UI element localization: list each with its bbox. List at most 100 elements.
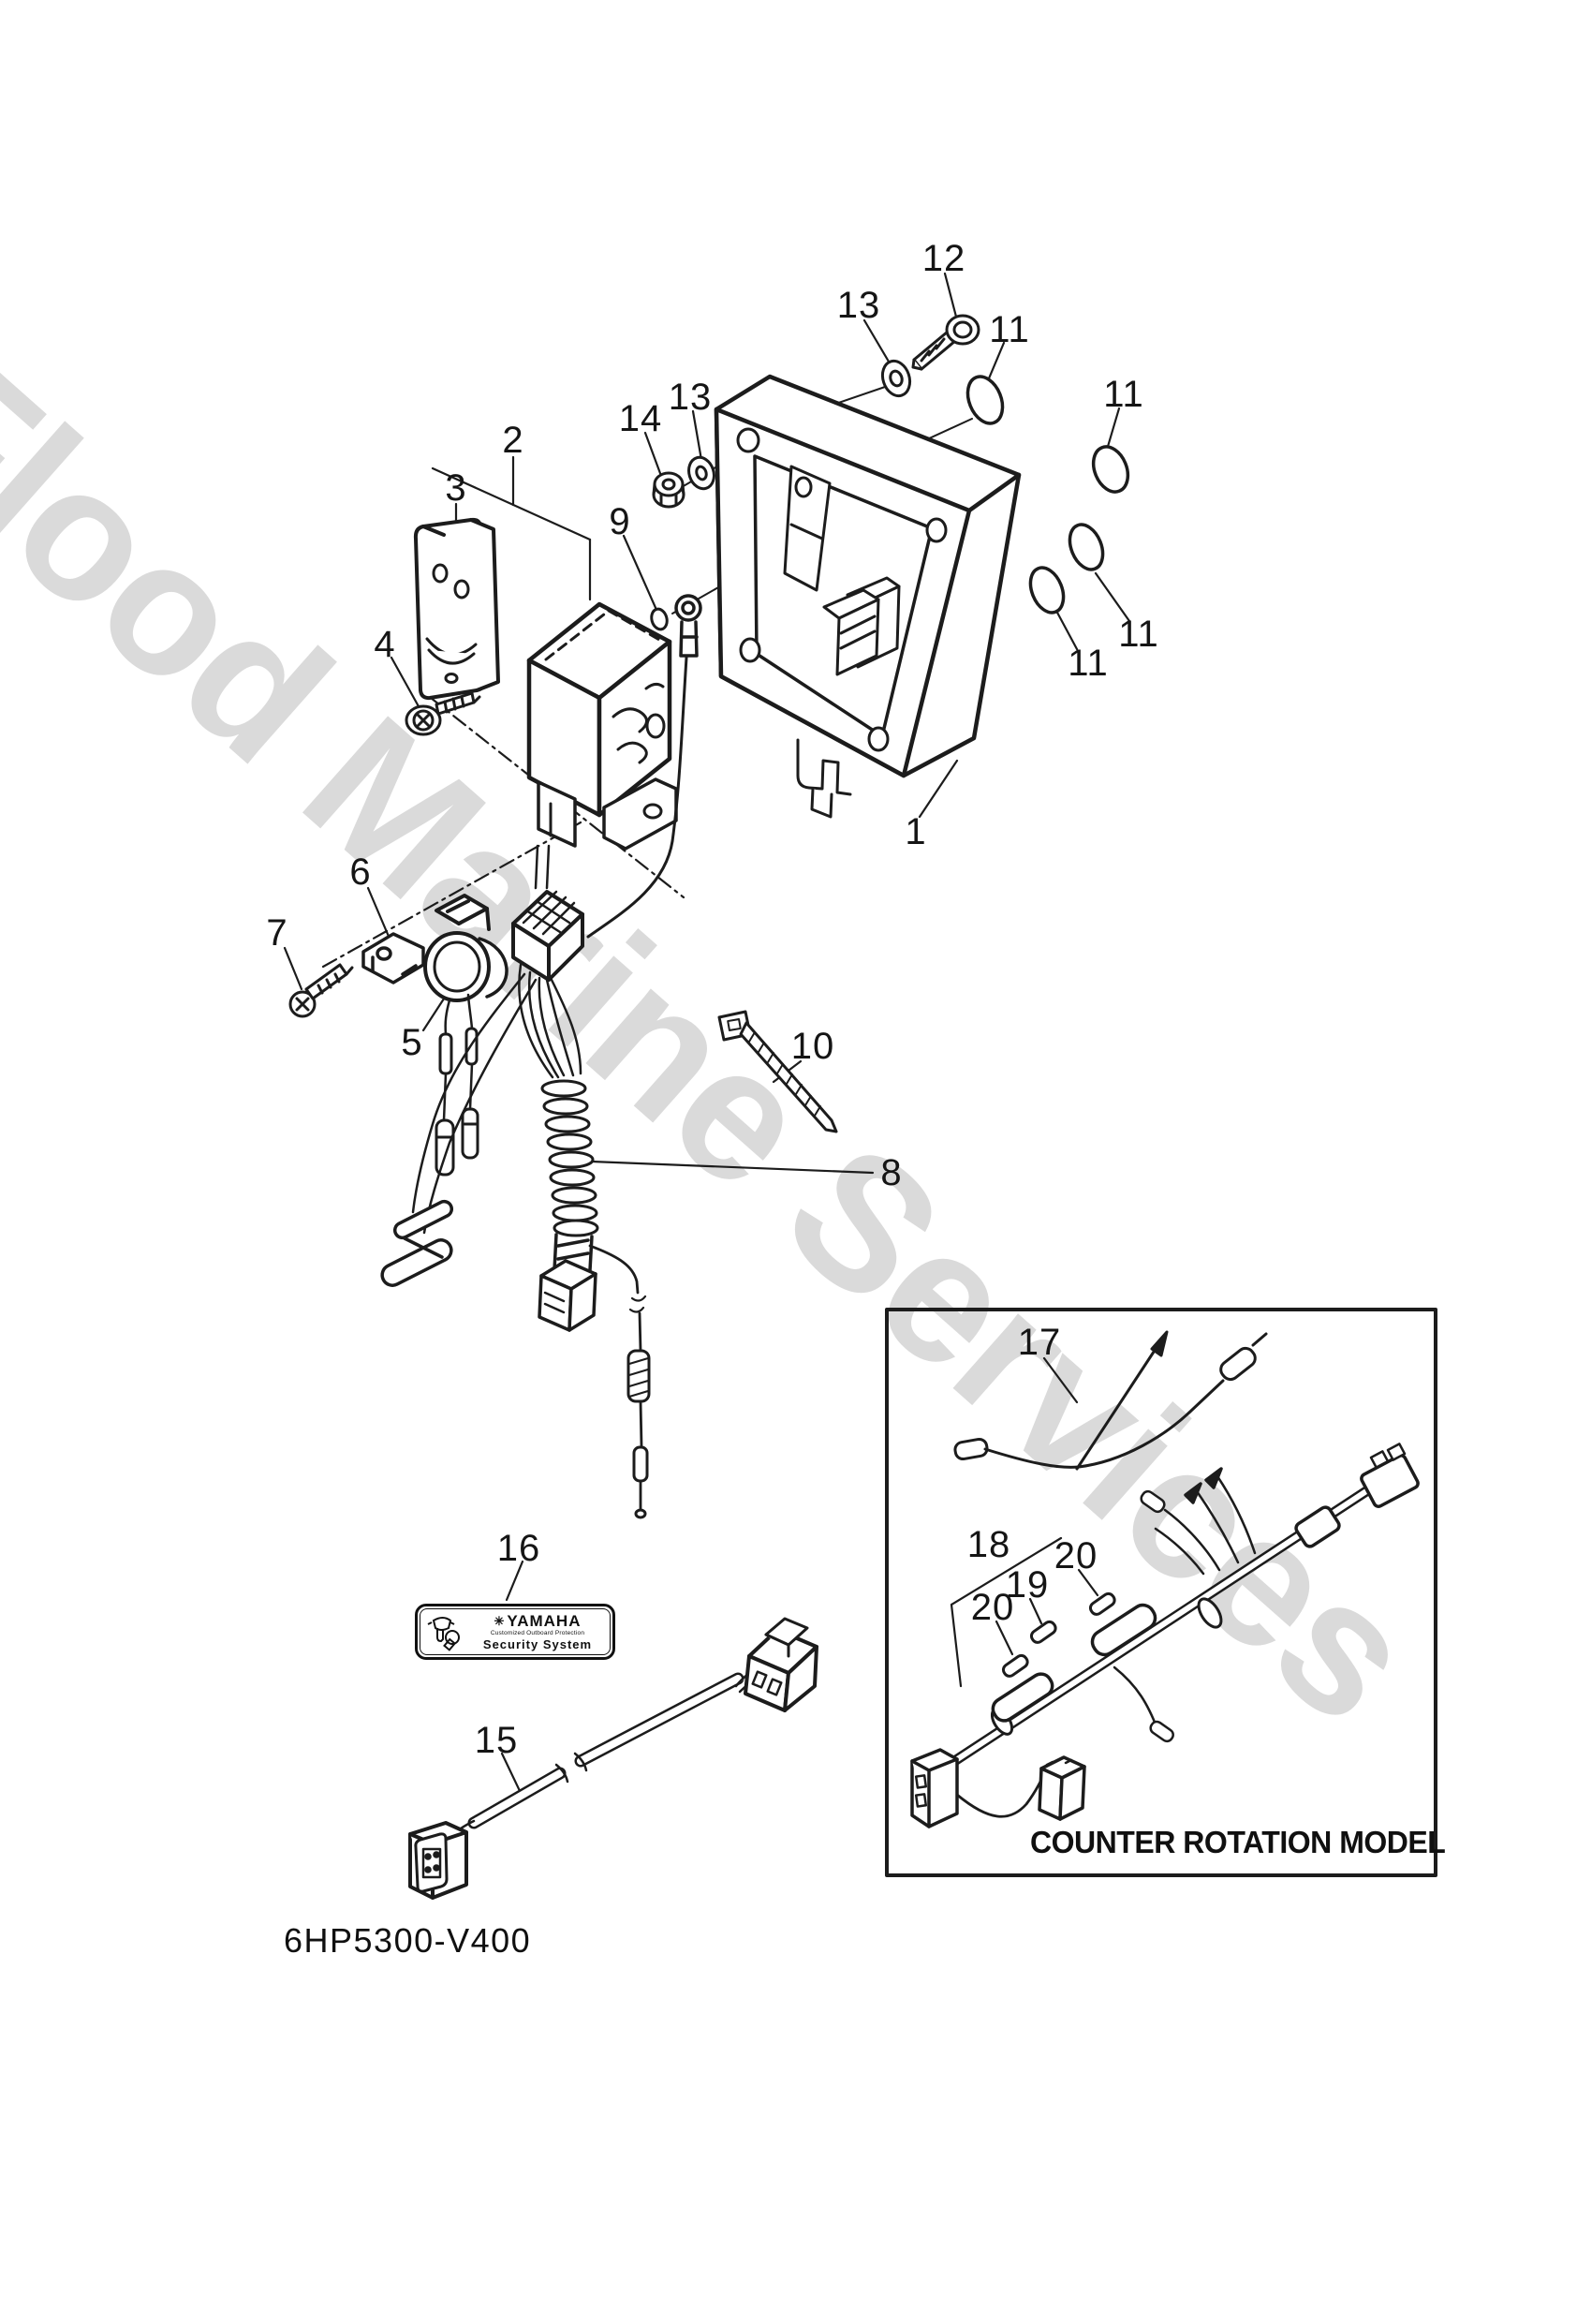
leader-lines bbox=[505, 1560, 524, 1602]
sub-harness-part18 bbox=[1149, 1720, 1174, 1743]
lead-wire-part15 bbox=[577, 1675, 742, 1765]
cable-tie-part10 bbox=[758, 1042, 765, 1053]
bracket-box-part1 bbox=[736, 427, 760, 453]
sub-harness-part18 bbox=[1184, 1482, 1202, 1504]
bracket-box-part1 bbox=[714, 374, 1022, 819]
harness-part8 bbox=[522, 890, 576, 936]
callout-6: 6 bbox=[349, 851, 372, 893]
screw-part4 bbox=[472, 695, 481, 704]
screw-part12 bbox=[952, 320, 973, 339]
cable-tie-part10 bbox=[748, 1031, 821, 1117]
sub-harness-part18 bbox=[1163, 1508, 1221, 1572]
leader-lines bbox=[431, 466, 592, 541]
bracket-box-part1 bbox=[736, 427, 948, 752]
yamaha-brand-row: ✳ YAMAHA bbox=[494, 1613, 582, 1629]
cable-tie-part10 bbox=[776, 1063, 784, 1074]
lead-wire-part15 bbox=[424, 1866, 432, 1873]
callout-20: 20 bbox=[1054, 1535, 1098, 1576]
lead-wire-part15 bbox=[764, 1633, 790, 1658]
cdi-unit-part2 bbox=[544, 609, 663, 661]
harness-part8 bbox=[553, 1233, 594, 1272]
leader-lines bbox=[987, 341, 1006, 380]
callout-11: 11 bbox=[989, 309, 1030, 350]
lead-wire-part15 bbox=[734, 1617, 818, 1712]
nut-part14 bbox=[681, 482, 685, 496]
outboard-key-icon bbox=[443, 1637, 457, 1651]
security-label-part16: ✳ YAMAHA Customized Outboard Protection … bbox=[415, 1604, 615, 1660]
main-switch-part5 bbox=[442, 993, 474, 1122]
leader-lines bbox=[1094, 571, 1131, 623]
leader-lines bbox=[918, 759, 959, 819]
clamp-bracket-part6 bbox=[401, 964, 418, 976]
harness-part8 bbox=[411, 963, 582, 1235]
nut-part14 bbox=[652, 471, 685, 509]
main-switch-part5 bbox=[446, 899, 470, 913]
main-switch-part5 bbox=[423, 894, 508, 1177]
spiral-loom bbox=[546, 1132, 593, 1151]
nut-part14 bbox=[661, 478, 676, 491]
harness-part8 bbox=[543, 1291, 566, 1314]
screw-part4 bbox=[451, 697, 457, 711]
callout-11: 11 bbox=[1068, 643, 1109, 684]
inset-box-border bbox=[885, 1308, 1437, 1877]
fuses-part19-20 bbox=[1029, 1620, 1057, 1644]
transmitter-part3 bbox=[444, 673, 459, 684]
cable-tie-part10 bbox=[804, 1095, 812, 1106]
leader-lines bbox=[643, 431, 663, 478]
harness-part8 bbox=[556, 1238, 590, 1261]
screw-part7 bbox=[345, 966, 354, 976]
leader-lines bbox=[1077, 1568, 1099, 1597]
harness-part8 bbox=[380, 890, 651, 1519]
cdi-unit-part2 bbox=[534, 844, 539, 890]
fuses-part19-20 bbox=[1001, 1653, 1029, 1678]
sub-harness-part18 bbox=[927, 1757, 959, 1772]
sub-harness-part18 bbox=[1058, 1765, 1086, 1821]
ground-lead-ring-terminal bbox=[586, 656, 688, 939]
antenna-part17 bbox=[1077, 1379, 1225, 1469]
lead-wire-part15 bbox=[433, 1851, 440, 1858]
ground-lead-ring-terminal bbox=[586, 594, 702, 939]
sub-harness-part18 bbox=[1140, 1489, 1166, 1514]
leader-lines bbox=[950, 1536, 1063, 1688]
transmitter-part3 bbox=[425, 563, 478, 684]
callout-16: 16 bbox=[496, 1528, 541, 1569]
screw-part12 bbox=[935, 337, 946, 350]
callout-13: 13 bbox=[836, 285, 881, 326]
harness-part8 bbox=[518, 963, 554, 1079]
washer-part13-lower bbox=[695, 465, 708, 481]
cdi-unit-part2 bbox=[537, 780, 577, 848]
bullet-terminals bbox=[461, 1107, 479, 1160]
spiral-loom bbox=[540, 1079, 599, 1237]
sub-harness-part18 bbox=[1195, 1489, 1240, 1564]
leader-lines bbox=[283, 946, 303, 991]
screw-part7 bbox=[333, 972, 341, 984]
lead-wire-part15 bbox=[751, 1670, 768, 1689]
main-switch-part5 bbox=[444, 999, 451, 1036]
bracket-box-part1 bbox=[739, 637, 761, 663]
lead-wire-part15 bbox=[554, 1752, 588, 1784]
callout-11: 11 bbox=[1118, 614, 1159, 655]
screw-part12 bbox=[927, 344, 938, 357]
spiral-loom bbox=[544, 1115, 591, 1133]
cable-tie-part10 bbox=[748, 1031, 756, 1043]
harness-part8 bbox=[527, 970, 560, 1079]
screw-part4 bbox=[405, 691, 481, 736]
security-label-line2: Security System bbox=[482, 1636, 593, 1651]
plug-ovals-part11 bbox=[1068, 523, 1105, 571]
lead-wire-part15 bbox=[424, 1853, 432, 1860]
tape-coil bbox=[634, 1508, 647, 1519]
spiral-loom bbox=[540, 1079, 587, 1098]
cdi-unit-part2 bbox=[545, 844, 551, 890]
yamaha-brand-text: YAMAHA bbox=[507, 1612, 582, 1631]
washer-part13-upper bbox=[889, 369, 904, 388]
sub-harness-part18 bbox=[1197, 1597, 1223, 1629]
main-switch-part5 bbox=[457, 907, 491, 931]
washer-part13-lower bbox=[687, 455, 715, 491]
cable-tie-part10 bbox=[786, 1073, 793, 1085]
sub-harness-part18 bbox=[914, 1793, 928, 1808]
box-inner-strap bbox=[789, 523, 824, 540]
cdi-unit-part2 bbox=[645, 713, 666, 739]
cdi-unit-part2 bbox=[534, 844, 551, 890]
harness-part8 bbox=[567, 1272, 597, 1332]
